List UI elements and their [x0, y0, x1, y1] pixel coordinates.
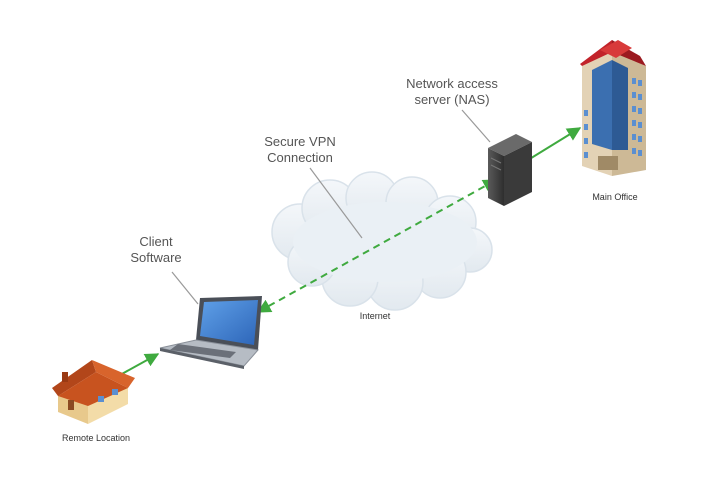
nas-label-line-2: server (NAS) — [414, 92, 490, 108]
laptop-icon — [159, 296, 262, 369]
cloud-icon — [271, 171, 493, 311]
vpn-label: Secure VPN Connection — [250, 134, 350, 167]
nas-callout-line — [461, 109, 491, 143]
remote-location-label: Remote Location — [61, 433, 131, 443]
link-house-to-laptop — [119, 353, 160, 376]
server-icon — [488, 134, 532, 206]
vpn-tunnel-line — [256, 179, 498, 313]
vpn-label-line-1: Secure VPN — [264, 134, 336, 149]
nas-label-line-1: Network access — [406, 76, 498, 91]
client-callout-line — [171, 271, 199, 305]
house-icon — [52, 360, 135, 424]
main-office-label: Main Office — [592, 192, 638, 202]
vpn-callout-line — [309, 167, 363, 239]
office-building-icon — [580, 40, 646, 176]
internet-label: Internet — [359, 311, 391, 321]
client-label: Client Software — [118, 234, 194, 267]
client-label-line-2: Software — [130, 250, 182, 266]
vpn-label-line-2: Connection — [267, 150, 333, 166]
nas-label: Network access server (NAS) — [392, 76, 512, 109]
link-nas-to-office — [527, 127, 582, 161]
client-label-line-1: Client — [139, 234, 173, 249]
